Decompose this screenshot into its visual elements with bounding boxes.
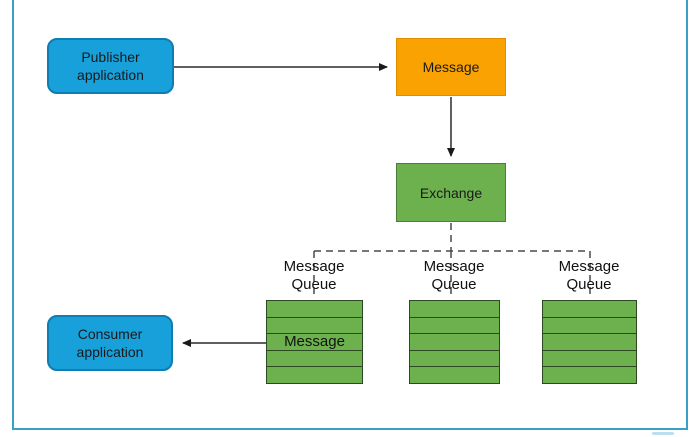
queue-3-label-line1: Message bbox=[558, 258, 620, 275]
frame-border-left bbox=[12, 0, 14, 430]
message-queue-3 bbox=[542, 300, 637, 384]
queue-row bbox=[267, 351, 362, 368]
queue-row bbox=[410, 351, 499, 368]
consumer-label-line1: Consumer bbox=[77, 326, 143, 342]
publisher-application-node: Publisher application bbox=[47, 38, 174, 94]
consumer-label-line2: application bbox=[76, 344, 144, 360]
queue-1-label: Message Queue bbox=[259, 258, 369, 293]
queue-message-cell-label: Message bbox=[284, 334, 345, 351]
queue-2-label-line2: Queue bbox=[431, 275, 477, 293]
queue-2-label-line1: Message bbox=[423, 258, 485, 275]
queue-row bbox=[543, 318, 636, 335]
queue-row bbox=[543, 301, 636, 318]
queue-2-label: Message Queue bbox=[399, 258, 509, 293]
queue-row bbox=[410, 301, 499, 318]
queue-row bbox=[543, 367, 636, 383]
queue-row bbox=[410, 318, 499, 335]
message-queue-1: Message bbox=[266, 300, 363, 384]
queue-1-label-line1: Message bbox=[283, 258, 345, 275]
publisher-application-label: Publisher application bbox=[77, 48, 144, 84]
frame-border-bottom bbox=[12, 428, 688, 430]
exchange-node: Exchange bbox=[396, 163, 506, 222]
frame-border-right bbox=[686, 0, 688, 430]
exchange-label: Exchange bbox=[419, 184, 483, 201]
queue-row bbox=[543, 351, 636, 368]
queue-3-label-line2: Queue bbox=[566, 275, 612, 293]
queue-row bbox=[410, 334, 499, 351]
consumer-application-label: Consumer application bbox=[77, 325, 144, 361]
queue-row bbox=[543, 334, 636, 351]
publisher-label-line2: application bbox=[77, 67, 144, 83]
queue-row bbox=[267, 367, 362, 383]
message-label: Message bbox=[422, 59, 480, 75]
queue-row bbox=[410, 367, 499, 383]
queue-1-label-line2: Queue bbox=[291, 275, 337, 293]
watermark-smudge bbox=[652, 432, 674, 435]
queue-3-label: Message Queue bbox=[534, 258, 644, 293]
message-queue-2 bbox=[409, 300, 500, 384]
publisher-label-line1: Publisher bbox=[81, 49, 140, 65]
queue-row: Message bbox=[267, 334, 362, 351]
message-node: Message bbox=[396, 38, 506, 96]
queue-row bbox=[267, 318, 362, 335]
consumer-application-node: Consumer application bbox=[47, 315, 173, 371]
queue-row bbox=[267, 301, 362, 318]
